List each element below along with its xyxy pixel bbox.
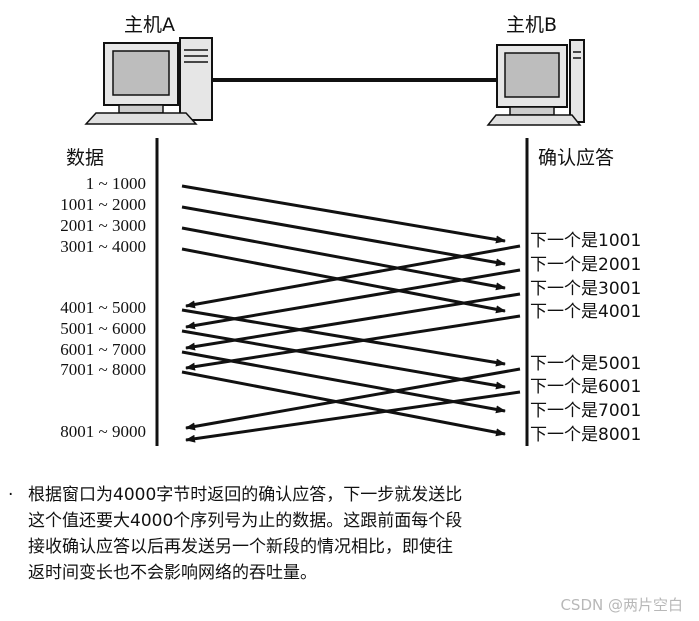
ack-arrow (185, 292, 521, 351)
segment-label: 8001 ~ 9000 (60, 422, 146, 441)
host-b-label: 主机B (506, 14, 557, 36)
data-arrow (181, 205, 506, 267)
sliding-window-diagram: 主机A 主机B 数据 确认应答 1 ~ 1000 1001 ~ 2000 200… (60, 14, 641, 446)
host-a-computer-icon (84, 37, 213, 125)
ack-label: 下一个是1001 (530, 231, 641, 251)
ack-label: 下一个是2001 (530, 255, 641, 275)
segment-label: 1 ~ 1000 (86, 174, 146, 193)
ack-label: 下一个是4001 (530, 302, 641, 322)
host-a-label: 主机A (124, 14, 175, 36)
caption-bullet: · (8, 485, 14, 505)
ack-column-header: 确认应答 (538, 147, 614, 169)
data-arrow (181, 370, 506, 437)
data-arrow (181, 247, 506, 314)
ack-label: 下一个是8001 (530, 425, 641, 445)
caption: · 根据窗口为4000字节时返回的确认应答，下一步就发送比 这个值还要大4000… (8, 482, 628, 586)
watermark: CSDN @两片空白 (560, 596, 683, 614)
ack-label: 下一个是6001 (530, 377, 641, 397)
data-column-header: 数据 (66, 147, 104, 169)
ack-label: 下一个是3001 (530, 279, 641, 299)
ack-arrow (185, 390, 521, 443)
data-arrow (181, 184, 506, 244)
segment-label: 7001 ~ 8000 (60, 360, 146, 379)
ack-arrow (185, 314, 521, 371)
caption-text: 根据窗口为4000字节时返回的确认应答，下一步就发送比 这个值还要大4000个序… (28, 482, 628, 586)
ack-arrow (185, 367, 521, 431)
segment-label: 3001 ~ 4000 (60, 237, 146, 256)
caption-line: 这个值还要大4000个序列号为止的数据。这跟前面每个段 (28, 511, 463, 531)
host-b-computer-icon (486, 39, 585, 126)
data-arrow (181, 226, 506, 291)
data-arrows (181, 184, 506, 437)
segment-labels: 1 ~ 1000 1001 ~ 2000 2001 ~ 3000 3001 ~ … (60, 174, 146, 441)
segment-label: 5001 ~ 6000 (60, 319, 146, 338)
caption-line: 接收确认应答以后再发送另一个新段的情况相比，即使往 (28, 537, 453, 557)
ack-arrow (185, 244, 521, 309)
segment-label: 6001 ~ 7000 (60, 340, 146, 359)
ack-label: 下一个是5001 (530, 354, 641, 374)
segment-label: 4001 ~ 5000 (60, 298, 146, 317)
segment-label: 1001 ~ 2000 (60, 195, 146, 214)
caption-line: 根据窗口为4000字节时返回的确认应答，下一步就发送比 (28, 485, 463, 505)
caption-line: 返时间变长也不会影响网络的吞吐量。 (28, 563, 317, 583)
ack-label: 下一个是7001 (530, 401, 641, 421)
ack-arrow (185, 268, 521, 330)
ack-labels: 下一个是1001 下一个是2001 下一个是3001 下一个是4001 下一个是… (530, 231, 641, 445)
segment-label: 2001 ~ 3000 (60, 216, 146, 235)
ack-arrows (185, 244, 521, 443)
